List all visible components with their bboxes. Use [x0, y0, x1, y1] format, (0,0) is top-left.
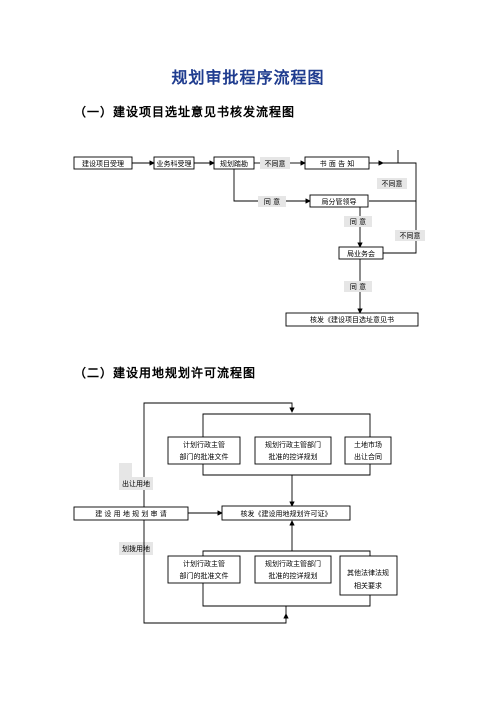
node-council: [338, 246, 384, 260]
node-land-contract: [344, 436, 392, 465]
node-other-laws: [339, 555, 398, 596]
label-agree-3: 同 意: [350, 282, 366, 291]
label-disagree-1: 不同意: [265, 159, 286, 168]
page-title: 规划审批程序流程图: [171, 68, 325, 87]
node-zoning-plan-bottom-l2: 批准的控详规划: [269, 571, 318, 580]
loop-council-to-notice: [365, 201, 417, 254]
bracket-bottom-top: [202, 550, 371, 556]
node-project-apply-label: 建设项目受理: [82, 159, 124, 168]
label-disagree-1-bg: [260, 157, 290, 169]
node-plan-approval-top-l1: 计划行政主管: [183, 440, 225, 449]
loop-dept-to-notice: [369, 162, 417, 202]
label-agree-1-bg: [258, 196, 286, 207]
label-disagree-3: 不同意: [400, 231, 421, 240]
node-plan-approval-top-l2: 部门的批准文件: [180, 452, 229, 461]
node-zoning-plan-bottom: [254, 555, 332, 584]
label-agree-2: 同 意: [350, 217, 366, 226]
node-issue-site-permit-label: 核发《建设项目选址意见书: [310, 315, 394, 324]
node-land-contract-l2: 出让合同: [354, 452, 382, 461]
loop-transfer-top: [143, 402, 295, 511]
label-allot: 划拨用地: [122, 544, 150, 553]
label-agree-2-bg: [344, 216, 372, 227]
bracket-top: [202, 413, 371, 437]
node-dept-leader: [309, 194, 369, 208]
label-agree-3-bg: [344, 281, 372, 292]
label-allot-bg: [119, 542, 153, 555]
node-other-laws-l1: 其他法律法规: [347, 568, 389, 577]
loop-allot-bottom: [143, 520, 289, 624]
bracket-top-bottom: [202, 464, 371, 476]
node-plan-approval-bottom-l2: 部门的批准文件: [180, 571, 229, 580]
node-plan-approval-top: [167, 436, 241, 465]
node-zoning-plan-top-l1: 规划行政主管部门: [265, 440, 321, 449]
label-disagree-3-bg: [395, 230, 425, 241]
loop-notice-top: [383, 150, 399, 164]
label-disagree-2: 不同意: [382, 179, 403, 188]
section1-heading: （一）建设项目选址意见书核发流程图: [74, 105, 296, 119]
node-issue-land-permit-label: 核发《建设用地规划许可证》: [241, 509, 332, 518]
node-written-notice-label: 书 面 告 知: [320, 159, 355, 168]
node-issue-site-permit: [285, 312, 419, 327]
node-zoning-plan-top: [254, 436, 332, 465]
label-transfer: 出让用地: [122, 479, 150, 488]
node-other-laws-l2: 相关要求: [354, 581, 382, 590]
node-land-contract-l1: 土地市场: [354, 440, 382, 449]
node-zoning-plan-bottom-l1: 规划行政主管部门: [265, 559, 321, 568]
node-site-survey-label: 规划踏勘: [220, 159, 248, 168]
label-agree-1: 同 意: [264, 197, 280, 206]
section2-heading: （二）建设用地规划许可流程图: [74, 366, 257, 380]
node-plan-approval-bottom-l1: 计划行政主管: [183, 559, 225, 568]
node-dept-leader-label: 局分管领导: [322, 197, 357, 206]
gray-square-top: [119, 463, 132, 477]
node-land-apply: [73, 506, 189, 521]
node-business-accept-label: 业务科受理: [157, 159, 192, 168]
bracket-bottom-bottom: [202, 583, 371, 607]
node-issue-land-permit: [221, 505, 351, 521]
label-disagree-2-bg: [377, 178, 407, 189]
node-land-apply-label: 建 设 用 地 规 划 审 请: [95, 509, 167, 518]
node-zoning-plan-top-l2: 批准的控详规划: [269, 452, 318, 461]
node-plan-approval-bottom: [167, 555, 241, 584]
node-council-label: 局业务会: [347, 249, 375, 258]
label-transfer-bg: [119, 477, 153, 490]
line-survey-agree: [233, 169, 258, 202]
